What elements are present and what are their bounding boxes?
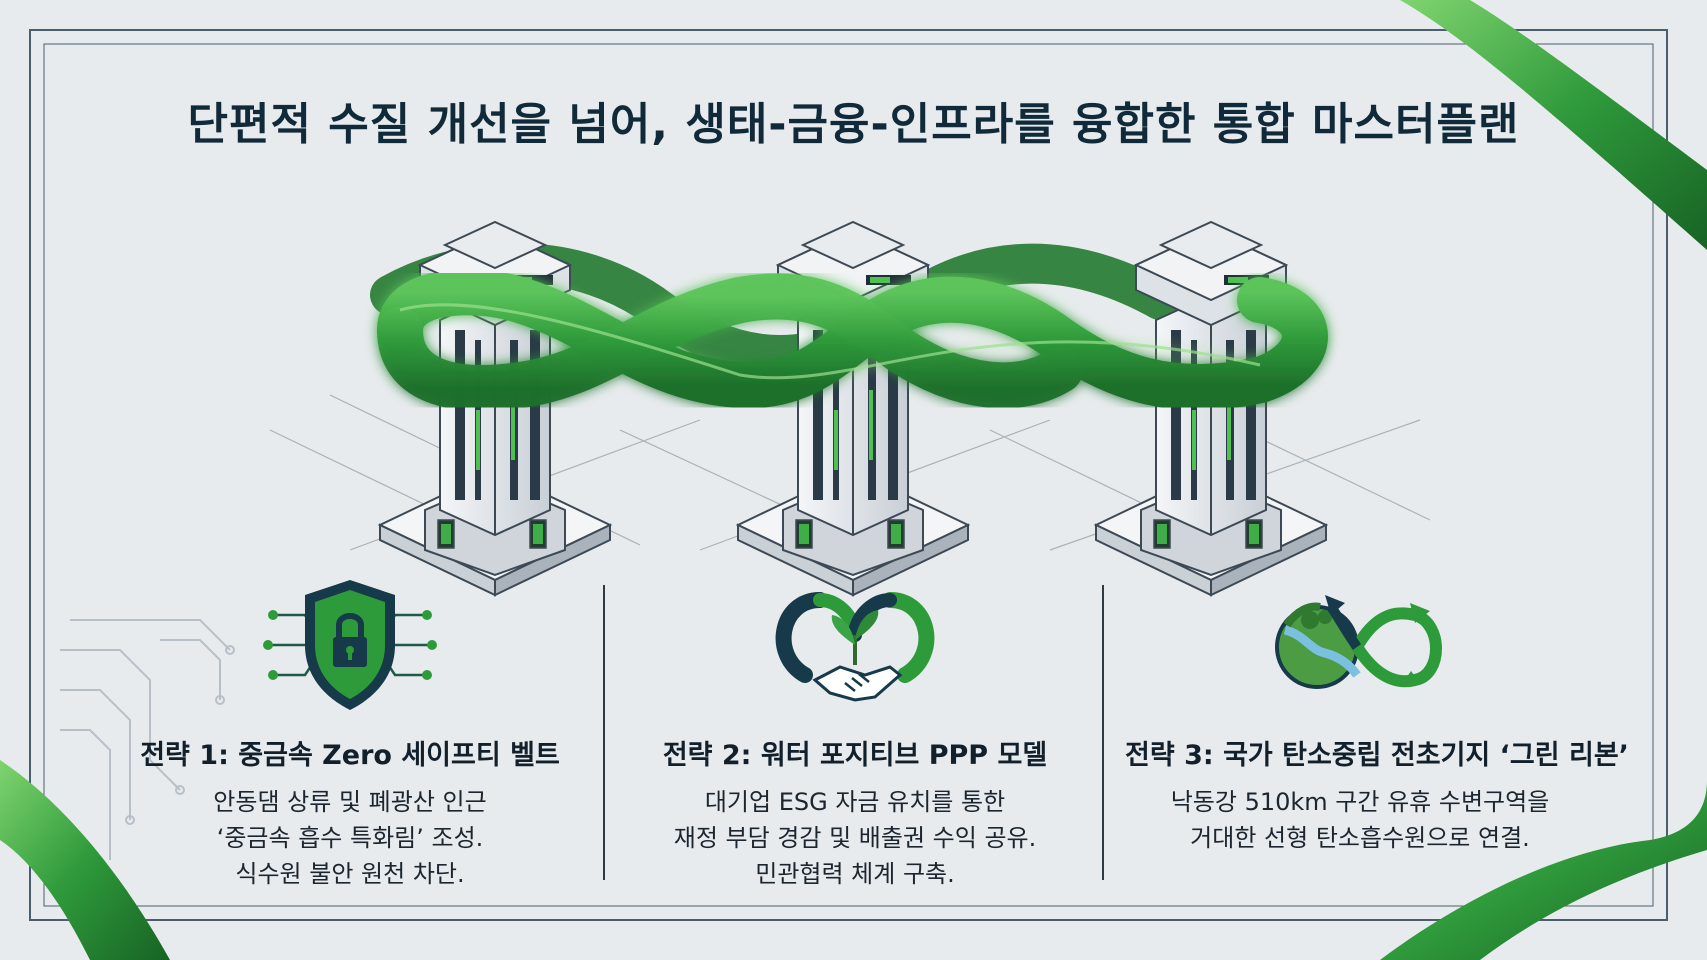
strategy-1-description: 안동댐 상류 및 폐광산 인근 ‘중금속 흡수 특화림’ 조성. 식수원 불안 … (115, 784, 585, 892)
green-ribbon (377, 269, 1328, 411)
corner-ribbon-bottom-right (1380, 780, 1707, 960)
strategy-1-heading: 전략 1: 중금속 Zero 세이프티 벨트 (140, 740, 560, 771)
strategy-2-line-2: 재정 부담 경감 및 배출권 수익 공유. (673, 824, 1037, 852)
circuit-traces (60, 619, 235, 860)
outer-frame (29, 29, 1668, 921)
inner-frame (43, 43, 1654, 907)
strategy-1: 전략 1: 중금속 Zero 세이프티 벨트 안동댐 상류 및 폐광산 인근 ‘… (115, 575, 585, 892)
strategy-1-line-2: ‘중금속 흡수 특화림’ 조성. (216, 824, 484, 852)
strategy-3: 전략 3: 국가 탄소중립 전초기지 ‘그린 리본’ 낙동강 510km 구간 … (1125, 575, 1629, 856)
strategy-3-line-1: 낙동강 510km 구간 유휴 수변구역을 (1170, 788, 1550, 816)
page-title: 단편적 수질 개선을 넘어, 생태-금융-인프라를 융합한 통합 마스터플랜 (187, 99, 1520, 150)
handshake-heart-icon (775, 592, 935, 702)
strategy-3-heading: 전략 3: 국가 탄소중립 전초기지 ‘그린 리본’ (1125, 740, 1629, 771)
strategy-1-line-1: 안동댐 상류 및 폐광산 인근 (213, 788, 487, 816)
shield-lock-icon (263, 580, 437, 710)
corner-ribbon-top-right (1400, 0, 1707, 250)
strategy-1-line-3: 식수원 불안 원천 차단. (235, 860, 465, 888)
strategy-2-line-3: 민관협력 체계 구축. (755, 860, 955, 888)
strategy-2: 전략 2: 워터 포지티브 PPP 모델 대기업 ESG 자금 유치를 통한 재… (620, 575, 1090, 892)
strategy-2-description: 대기업 ESG 자금 유치를 통한 재정 부담 경감 및 배출권 수익 공유. … (620, 784, 1090, 892)
strategy-2-line-1: 대기업 ESG 자금 유치를 통한 (704, 788, 1006, 816)
strategy-3-description: 낙동강 510km 구간 유휴 수변구역을 거대한 선형 탄소흡수원으로 연결. (1125, 784, 1595, 856)
river-infinity-icon (1275, 595, 1442, 689)
corner-ribbon-bottom-left (0, 760, 170, 960)
strategy-2-heading: 전략 2: 워터 포지티브 PPP 모델 (662, 740, 1048, 771)
strategy-3-line-2: 거대한 선형 탄소흡수원으로 연결. (1190, 824, 1530, 852)
